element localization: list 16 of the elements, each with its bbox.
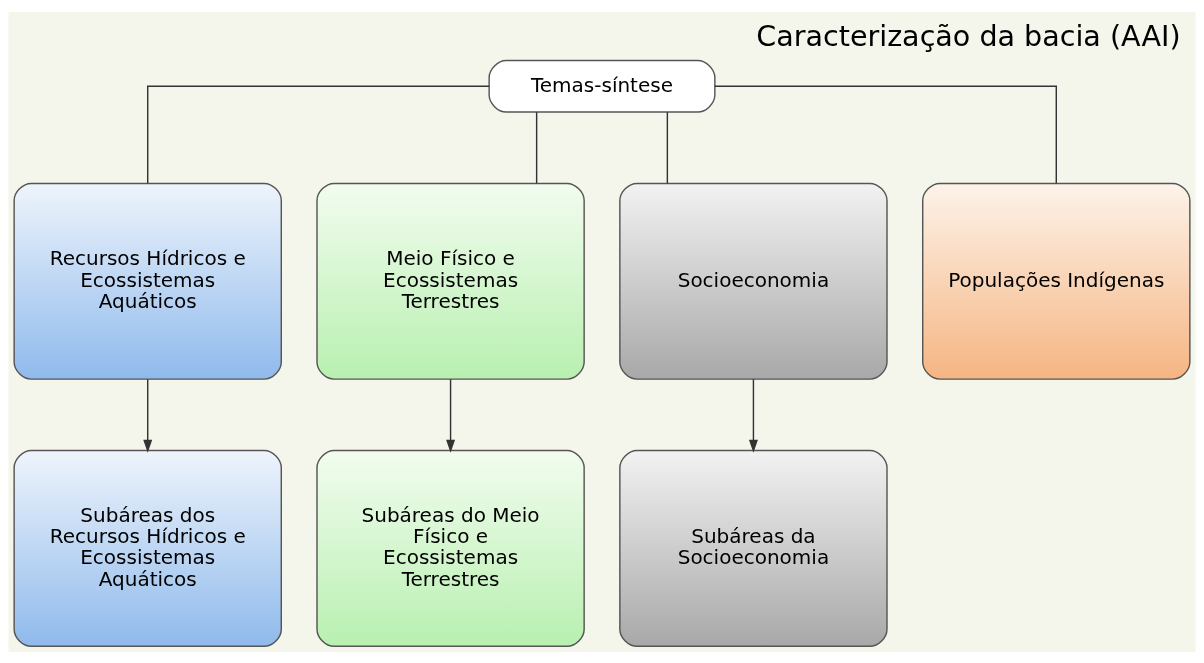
arrow xyxy=(748,378,758,453)
node-box: Meio Físico e Ecossistemas Terrestres xyxy=(316,182,585,380)
connector xyxy=(535,110,538,184)
connector xyxy=(666,110,669,184)
arrow xyxy=(143,378,153,453)
node-box: Subáreas da Socioeconomia xyxy=(619,449,888,647)
node-box: Populações Indígenas xyxy=(922,182,1191,380)
node-box: Temas-síntese xyxy=(488,59,716,113)
arrow xyxy=(446,378,456,453)
connector xyxy=(147,85,490,184)
node-box: Subáreas dos Recursos Hídricos e Ecossistemas Aquáticos xyxy=(13,449,282,647)
node-box: Recursos Hídricos e Ecossistemas Aquáticos xyxy=(13,182,282,380)
node-box: Socioeconomia xyxy=(619,182,888,380)
connector xyxy=(714,85,1057,184)
node-box: Subáreas do Meio Físico e Ecossistemas Terrestres xyxy=(316,449,585,647)
diagram-title: Caracterização da bacia (AAI) xyxy=(756,18,1181,53)
